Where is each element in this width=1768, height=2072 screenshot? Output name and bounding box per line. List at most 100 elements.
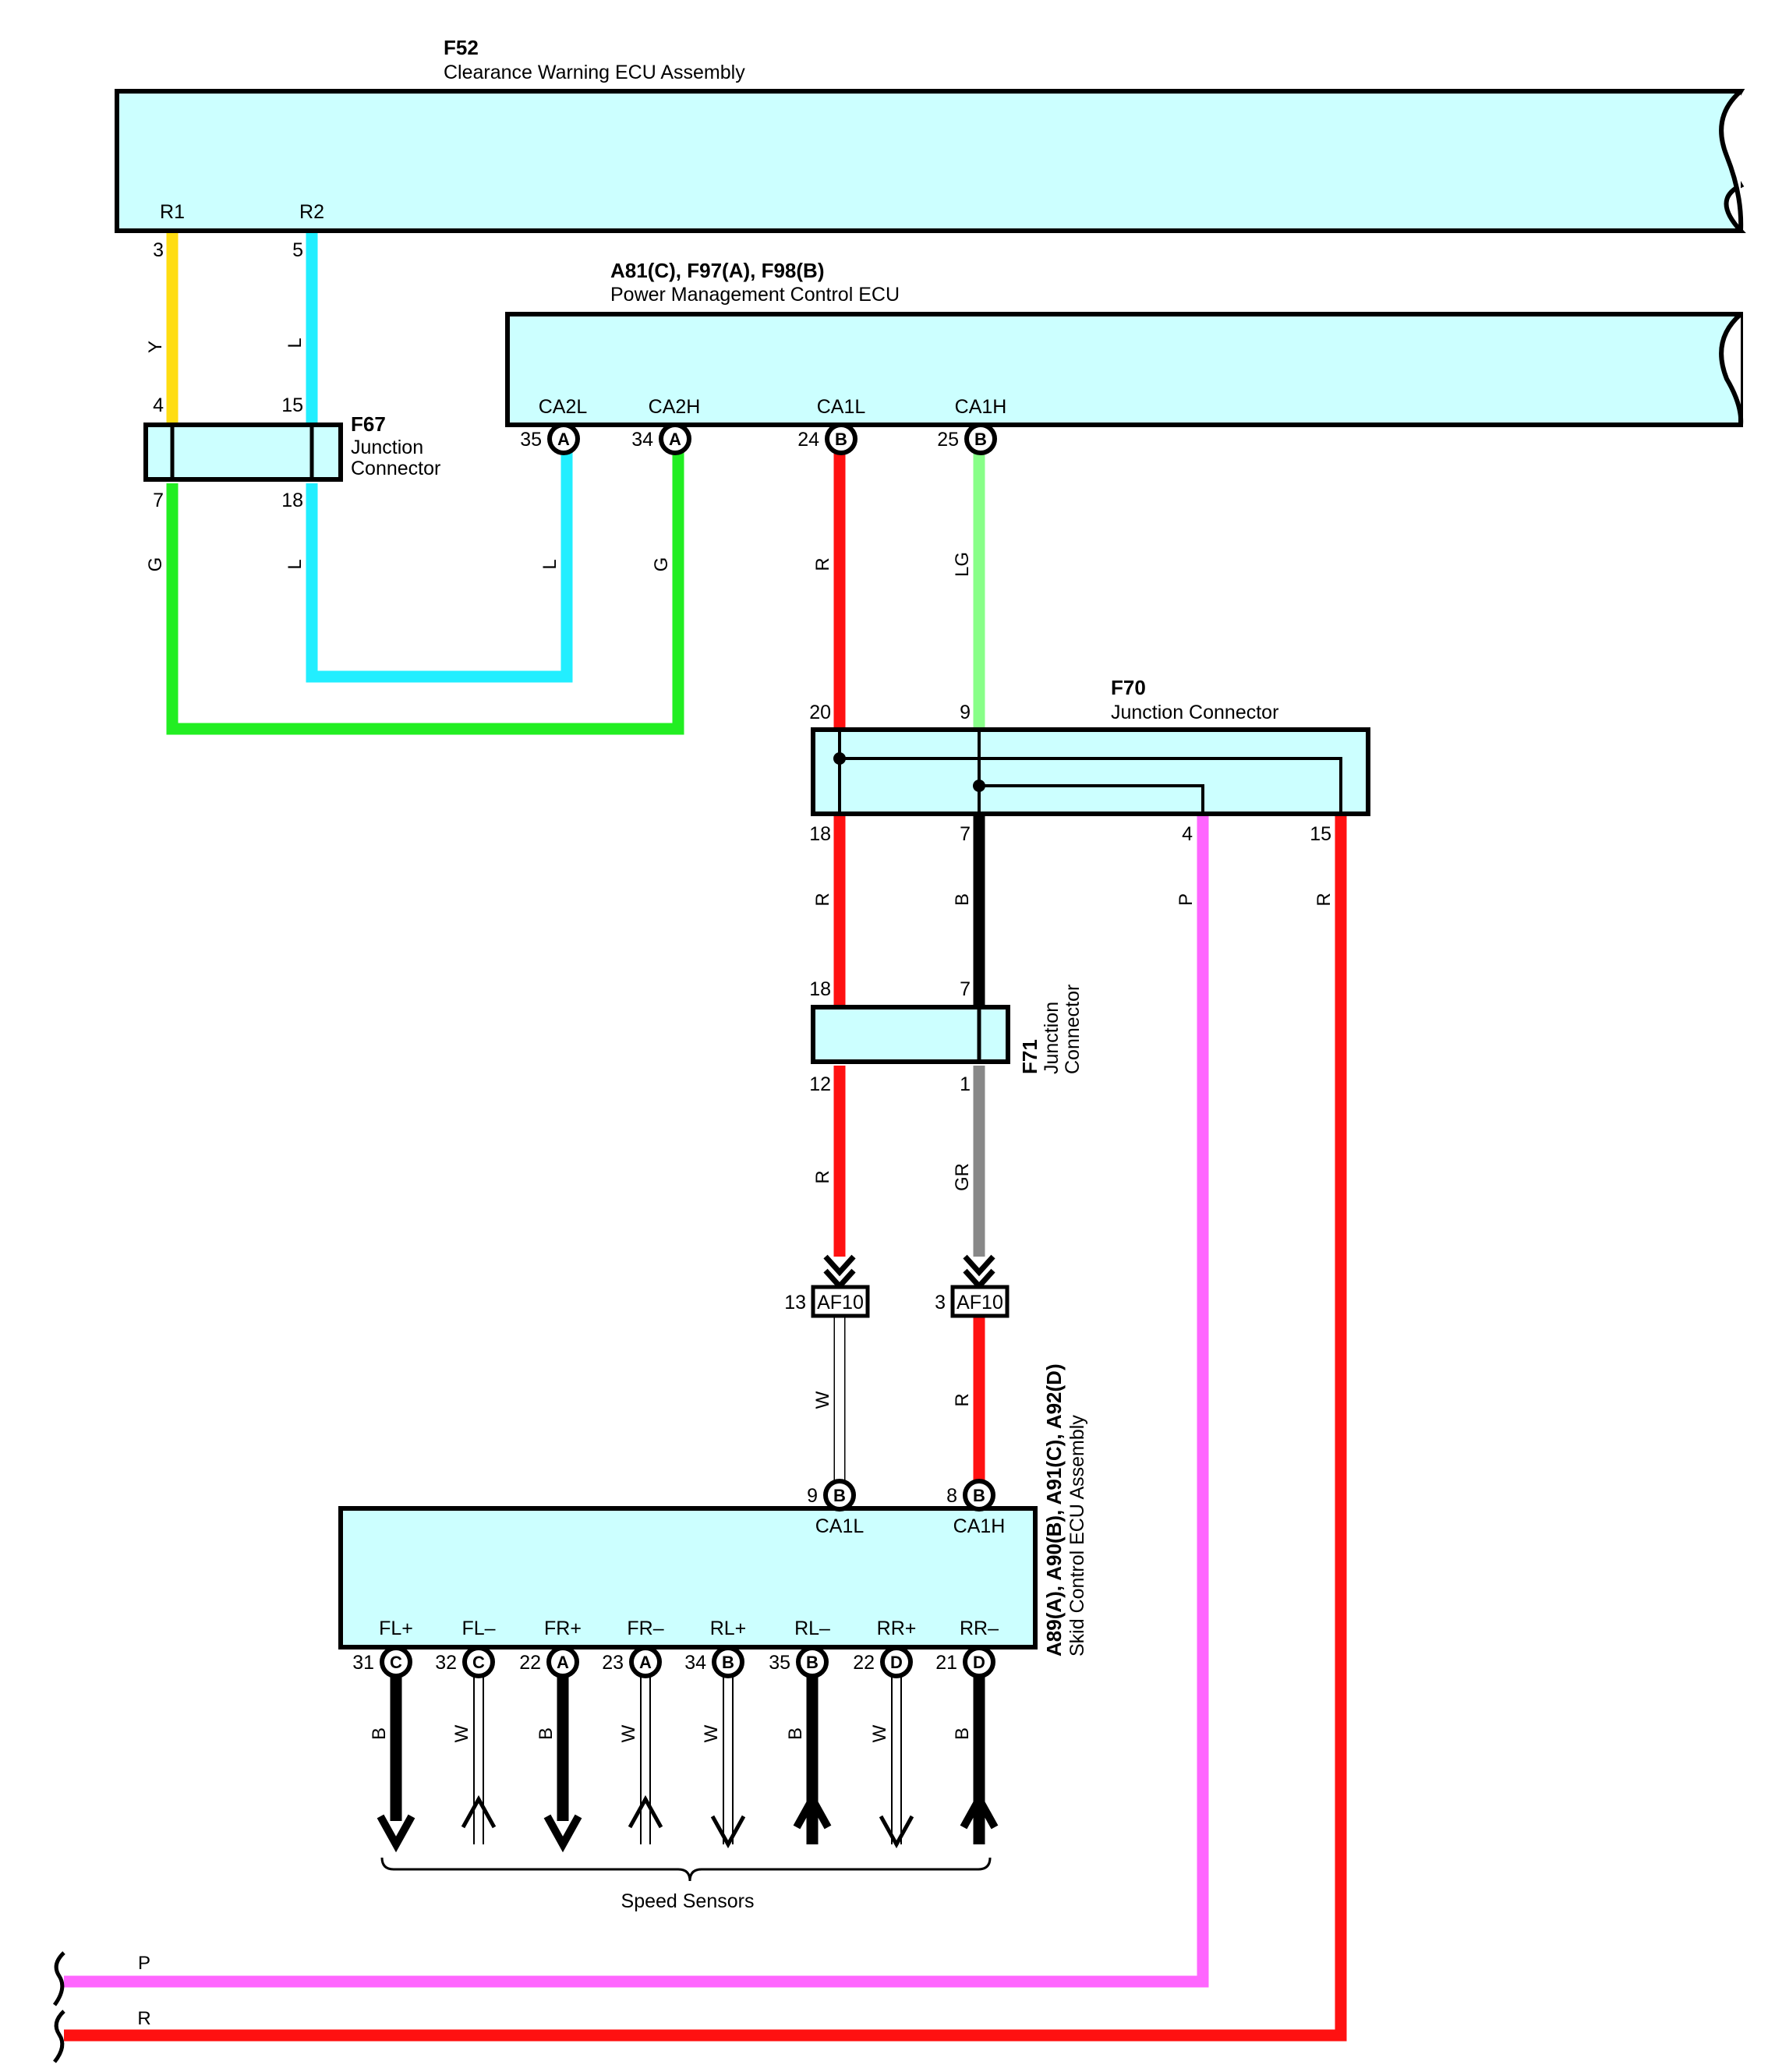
skid-pin-fr-minus: 23 [602,1652,624,1674]
f70-pin-9: 9 [960,702,971,723]
f52-ecu: F52 Clearance Warning ECU Assembly R1 R2… [115,36,1746,261]
skid-code-rl-minus: B [785,1727,806,1740]
af10-left: AF10 13 [784,1254,870,1318]
skid-code-fl-minus: W [451,1724,472,1742]
skid-conn-letter-rl-plus: B [722,1653,734,1672]
skid-code-rr-plus: W [869,1724,890,1742]
f52-pin-r2: 5 [292,239,303,261]
skid-conn-rl-plus [712,1646,744,1678]
skid-pin-ca1l: 9 [807,1485,818,1507]
code-r-ca1l: R [812,557,833,571]
f71-pin-12: 12 [809,1073,831,1095]
f70-junction: F70 Junction Connector 20 9 18 7 4 15 [809,676,1370,845]
af10-right: AF10 3 [935,1254,1010,1318]
skid-conn-letter-fl-plus: C [390,1653,402,1672]
f67-junction: F67 Junction Connector 4 15 7 18 [143,394,440,511]
skid-pin-fl-minus: 32 [435,1652,457,1674]
f70-name: Junction Connector [1111,702,1278,723]
f67-box [143,423,343,482]
skid-pin-ca1h: 8 [946,1485,957,1507]
f71-name-1: Junction [1041,1002,1063,1074]
f52-id: F52 [444,36,479,59]
bus-r-break [53,2010,65,2063]
skid-term-fr-plus: FR+ [544,1618,582,1639]
skid-pin-fr-plus: 22 [519,1652,541,1674]
code-g-f67: G [145,557,166,572]
f70-pin-15: 15 [1310,823,1331,845]
skid-name: Skid Control ECU Assembly [1066,1415,1088,1657]
f71-pin-7: 7 [960,978,971,1000]
f70-pin-7: 7 [960,823,971,845]
af10-left-pin: 13 [784,1292,806,1314]
skid-term-ca1h: CA1H [953,1515,1006,1537]
f67-pin-7: 7 [153,490,164,511]
f52-name: Clearance Warning ECU Assembly [444,62,745,83]
wire-r-bus [64,814,1347,2042]
skid-bottom-terminals: C31FL+BC32FL–WA22FR+BA23FR–WB34RL+WB35RL… [352,1618,999,1853]
skid-code-fr-plus: B [536,1727,557,1740]
f71-pin-1: 1 [960,1073,971,1095]
pm-ecu-name: Power Management Control ECU [610,284,900,306]
skid-pin-rl-plus: 34 [684,1652,706,1674]
f52-box [115,89,1746,233]
skid-conn-ca1h-letter: B [973,1486,985,1505]
skid-conn-letter-rr-plus: D [890,1653,903,1672]
skid-conn-rr-plus [880,1646,913,1678]
wire-p-bus [64,814,1209,1988]
f52-term-r2: R2 [299,201,324,223]
skid-term-fr-minus: FR– [627,1618,663,1639]
pm-conn-ca1h [964,423,997,455]
speed-sensors-brace [380,1857,992,1882]
f71-id: F71 [1018,1039,1041,1074]
pm-ecu-break [1719,312,1744,426]
skid-code-rr-minus: B [952,1727,973,1740]
code-r-f70: R [812,893,833,906]
skid-conn-fr-minus [629,1646,662,1678]
skid-term-rr-plus: RR+ [877,1618,917,1639]
af10-right-box [950,1285,1010,1318]
skid-pin-rr-plus: 22 [853,1652,875,1674]
code-r-af10: R [952,1393,973,1406]
f70-node-2 [973,780,985,792]
skid-term-fl-minus: FL– [461,1618,495,1639]
pm-term-ca2l: CA2L [539,396,588,418]
bus-p-break [52,1951,65,2007]
f67-name-2: Connector [351,458,440,479]
f52-pin-r1: 3 [153,239,164,261]
skid-pin-fl-plus: 31 [352,1652,374,1674]
f71-pin-18: 18 [809,978,831,1000]
speed-arrow-fl-plus [377,1814,415,1853]
f70-int-d [979,784,1204,814]
skid-term-rr-minus: RR– [960,1618,999,1639]
f70-node-1 [833,752,846,765]
skid-code-rl-plus: W [701,1724,722,1742]
pm-ecu-id: A81(C), F97(A), F98(B) [610,259,824,282]
f67-pin-4: 4 [153,394,164,416]
skid-box [338,1506,1038,1649]
pm-conn-ca1h-letter: B [974,430,987,449]
skid-conn-fl-minus [462,1646,495,1678]
speed-arrow-fr-minus [628,1794,663,1829]
code-p-f70: P [1176,893,1197,906]
skid-conn-letter-rr-minus: D [973,1653,985,1672]
pm-pin-ca1h: 25 [937,429,959,451]
skid-conn-fr-plus [546,1646,579,1678]
skid-term-fl-plus: FL+ [379,1618,413,1639]
code-l-r2: L [285,338,306,348]
f70-box [811,727,1370,816]
speed-sensors-label: Speed Sensors [621,1890,755,1912]
f70-pin-18: 18 [809,823,831,845]
speed-arrow-rr-plus [879,1815,914,1849]
f67-pin-18: 18 [281,490,303,511]
speed-arrow-fr-plus [543,1814,582,1853]
code-b-f70: B [952,893,973,906]
speed-arrow-fl-minus [461,1794,497,1829]
code-w-af10: W [812,1391,833,1409]
skid-term-rl-plus: RL+ [710,1618,747,1639]
code-bus-p: P [138,1953,150,1974]
skid-conn-fl-plus [380,1646,412,1678]
wire-codes: Y L G L L G R LG R B P R R GR W R P R [137,338,1335,2029]
code-r-f71: R [812,1170,833,1183]
skid-pin-rl-minus: 35 [769,1652,790,1674]
